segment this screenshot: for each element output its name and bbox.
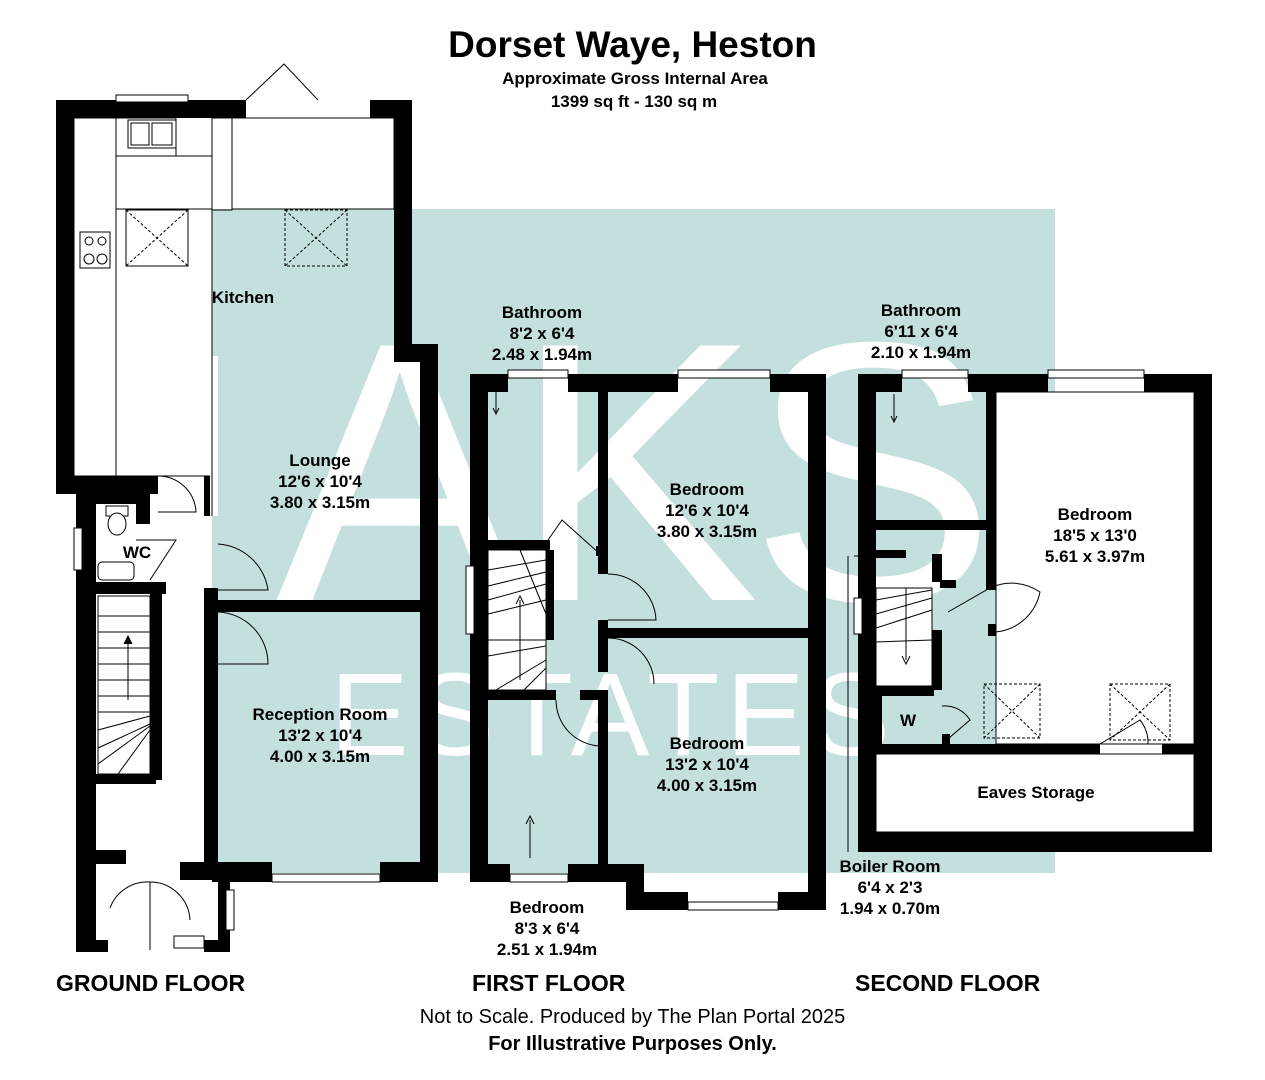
room-label-boiler-room: Boiler Room 6'4 x 2'3 1.94 x 0.70m: [839, 857, 941, 918]
plan-area: 1399 sq ft - 130 sq m: [550, 92, 718, 111]
footer-note: Not to Scale. Produced by The Plan Porta…: [419, 1006, 846, 1028]
room-label-ff-bedroom-front: Bedroom 12'6 x 10'4 3.80 x 3.15m: [656, 480, 758, 541]
room-label-kitchen: Kitchen: [211, 288, 275, 307]
floor-label-second: SECOND FLOOR: [855, 970, 1041, 996]
first-floor-walls: [470, 374, 826, 910]
ground-floor-fixtures: [73, 63, 395, 950]
first-floor-fixtures: [465, 369, 779, 911]
room-label-eaves-storage: Eaves Storage: [977, 783, 1095, 802]
footer-disclaimer: For Illustrative Purposes Only.: [488, 1033, 777, 1055]
room-label-sf-bathroom: Bathroom 6'11 x 6'4 2.10 x 1.94m: [870, 301, 972, 362]
floor-label-first: FIRST FLOOR: [472, 970, 626, 996]
room-label-ff-bedroom-rear: Bedroom 13'2 x 10'4 4.00 x 3.15m: [656, 734, 758, 795]
room-label-reception: Reception Room 13'2 x 10'4 4.00 x 3.15m: [252, 705, 388, 766]
room-label-sf-bedroom: Bedroom 18'5 x 13'0 5.61 x 3.97m: [1044, 505, 1146, 566]
second-floor-walls: [858, 374, 1212, 852]
ground-floor-walls: [56, 100, 438, 952]
room-label-ff-bedroom-small: Bedroom 8'3 x 6'4 2.51 x 1.94m: [496, 898, 598, 959]
plan-subtitle: Approximate Gross Internal Area: [502, 69, 768, 88]
room-label-lounge: Lounge 12'6 x 10'4 3.80 x 3.15m: [269, 451, 371, 512]
plan-title: Dorset Waye, Heston: [448, 24, 817, 65]
room-label-wc: WC: [122, 543, 152, 562]
room-label-sf-w: W: [899, 711, 917, 730]
room-label-ff-bathroom: Bathroom 8'2 x 6'4 2.48 x 1.94m: [491, 303, 593, 364]
floor-label-ground: GROUND FLOOR: [56, 970, 246, 996]
second-floor-fixtures: [847, 369, 1195, 852]
